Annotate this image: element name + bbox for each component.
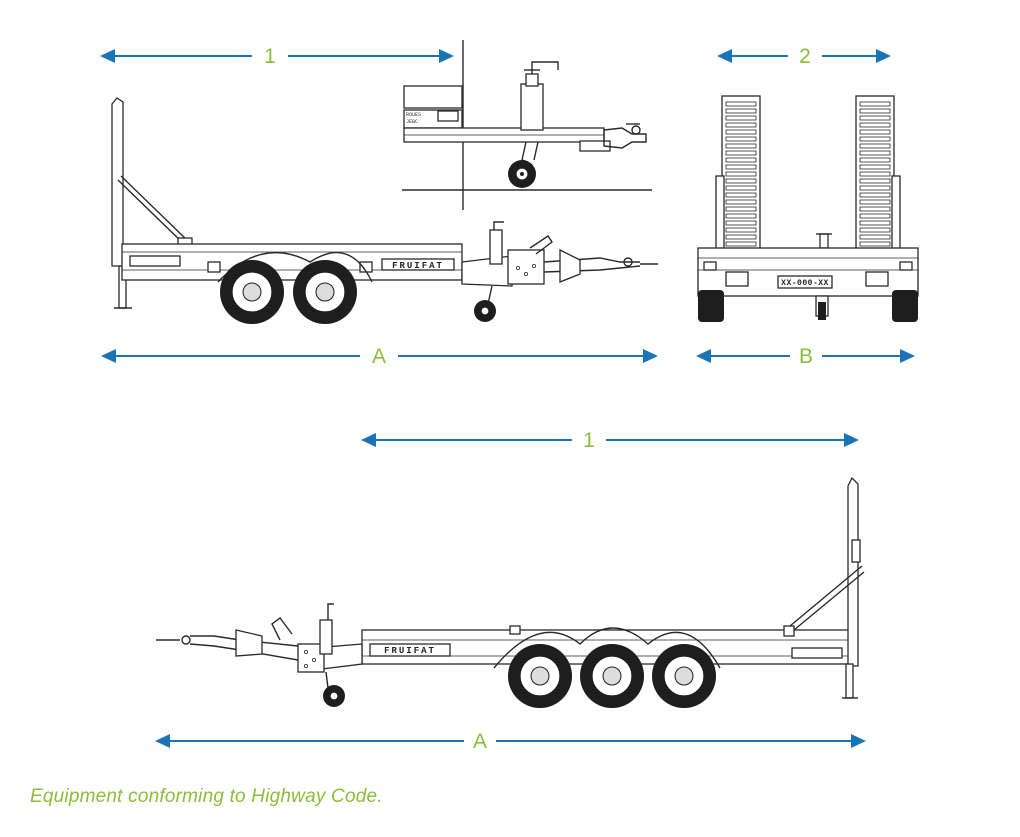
ramp-slat bbox=[859, 199, 891, 205]
highway-code-caption: Equipment conforming to Highway Code. bbox=[30, 786, 383, 807]
ramp-slat bbox=[725, 241, 757, 247]
ramp-slat bbox=[725, 178, 757, 184]
ramp-slat bbox=[859, 108, 891, 114]
ramp-slat bbox=[725, 150, 757, 156]
ramp-slat bbox=[859, 192, 891, 198]
ramp-slat bbox=[725, 171, 757, 177]
detail-marking-line1: ROUES bbox=[406, 112, 421, 118]
ramp-slat bbox=[725, 164, 757, 170]
ramp-slat bbox=[725, 234, 757, 240]
ramp-slat bbox=[859, 157, 891, 163]
ramp-slat bbox=[859, 129, 891, 135]
ramp-slat bbox=[859, 213, 891, 219]
dimension-A-top: A bbox=[101, 345, 658, 368]
trailer-side-view-tri-axle: FRUIFAT bbox=[156, 476, 865, 708]
trailer-rear-view: XX-000-XX bbox=[697, 95, 919, 322]
ramp-slat bbox=[725, 220, 757, 226]
ramp-slat bbox=[859, 164, 891, 170]
ramp-slat bbox=[859, 115, 891, 121]
trailer-side-view-tandem: FRUIFAT bbox=[111, 97, 658, 324]
detail-marking-line2: JEBC bbox=[406, 119, 418, 125]
dimension-label-A-top: A bbox=[372, 345, 386, 368]
ramp-slat bbox=[859, 178, 891, 184]
wheel-3-bottom bbox=[652, 644, 716, 708]
ramp-slat bbox=[859, 227, 891, 233]
dimension-1-bottom: 1 bbox=[361, 429, 859, 452]
dimension-1-top: 1 bbox=[100, 45, 454, 68]
brand-plate-bottom: FRUIFAT bbox=[384, 646, 436, 656]
ramp-slat bbox=[725, 108, 757, 114]
ramp-slat bbox=[725, 185, 757, 191]
wheel-1-bottom bbox=[508, 644, 572, 708]
dimension-label-1-top: 1 bbox=[264, 45, 276, 68]
ramp-slat bbox=[725, 199, 757, 205]
ramp-slat bbox=[725, 122, 757, 128]
ramp-slat bbox=[725, 129, 757, 135]
ramp-slat bbox=[725, 157, 757, 163]
dimension-label-2-rear: 2 bbox=[799, 45, 811, 68]
ramp-slat bbox=[859, 241, 891, 247]
dimension-A-bottom: A bbox=[155, 730, 866, 753]
ramp-slat bbox=[725, 206, 757, 212]
dimension-2-rear: 2 bbox=[717, 45, 891, 68]
wheel-1-top bbox=[220, 260, 284, 324]
wheel-2-bottom bbox=[580, 644, 644, 708]
ramp-slat bbox=[859, 150, 891, 156]
ramp-slat bbox=[725, 192, 757, 198]
ramp-slat bbox=[859, 122, 891, 128]
dimension-label-B-rear: B bbox=[799, 345, 813, 368]
dimension-label-1-bottom: 1 bbox=[583, 429, 595, 452]
ramp-slat bbox=[725, 115, 757, 121]
ramp-slat bbox=[725, 227, 757, 233]
ramp-slat bbox=[859, 136, 891, 142]
ramp-slat bbox=[725, 136, 757, 142]
dimension-B-rear: B bbox=[696, 345, 915, 368]
rear-license-plate: XX-000-XX bbox=[781, 279, 829, 288]
ramp-slat bbox=[859, 185, 891, 191]
ramp-slat bbox=[859, 206, 891, 212]
ramp-slat bbox=[859, 234, 891, 240]
ramp-slat bbox=[859, 143, 891, 149]
ramp-slat bbox=[725, 101, 757, 107]
ramp-slat bbox=[725, 143, 757, 149]
ramp-slat bbox=[859, 220, 891, 226]
ramp-slat bbox=[859, 101, 891, 107]
ramp-slat bbox=[859, 171, 891, 177]
jockey-wheel-detail-inset: ROUES JEBC bbox=[402, 40, 652, 210]
wheel-2-top bbox=[293, 260, 357, 324]
dimension-label-A-bottom: A bbox=[473, 730, 487, 753]
brand-plate-top: FRUIFAT bbox=[392, 261, 444, 271]
ramp-slat bbox=[725, 213, 757, 219]
